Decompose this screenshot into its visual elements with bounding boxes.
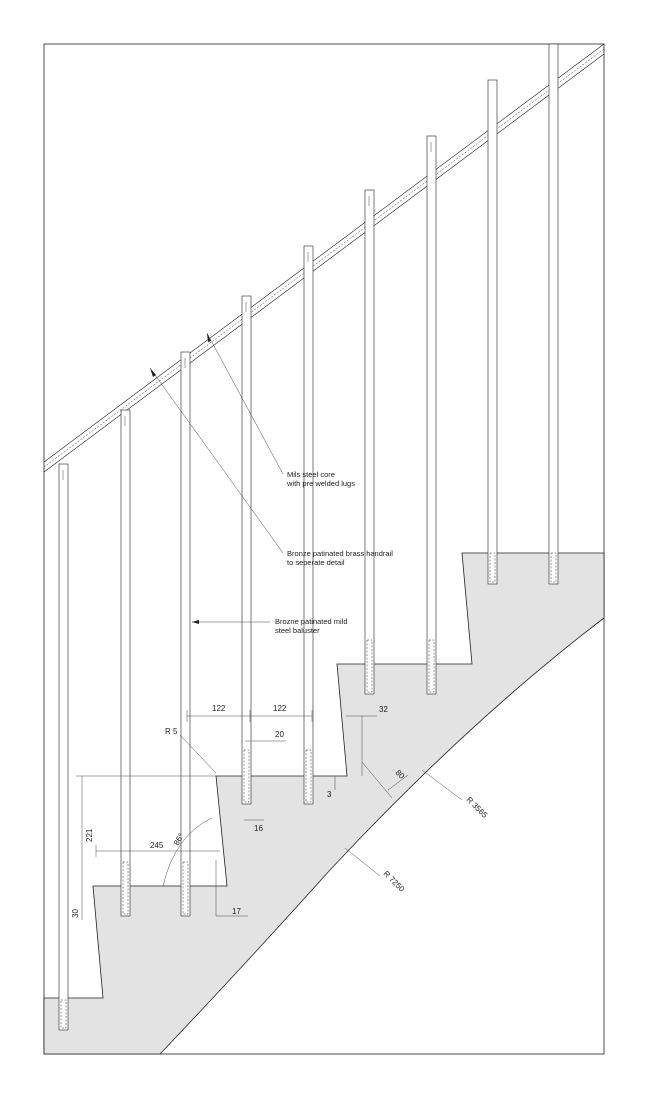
baluster (426, 135, 437, 695)
baluster (241, 295, 252, 805)
note-baluster-line1: Brozne patinated mild (275, 617, 348, 626)
note-core-line2: with pre welded lugs (286, 479, 355, 488)
note-handrail-line1: Bronze patinated brass handrail (287, 549, 393, 558)
note-handrail-line2: to seperate detail (287, 558, 345, 567)
dim-width-16: 16 (254, 824, 263, 833)
dim-radius-7250: R 7250 (382, 869, 407, 894)
baluster (303, 245, 314, 805)
dim-thick-30: 30 (71, 909, 80, 918)
drawing-frame (43, 43, 605, 1055)
dim-gap-3: 3 (327, 790, 332, 799)
dim-gap-20: 20 (275, 730, 284, 739)
note-core-line1: Mils steel core (287, 470, 335, 479)
dim-width-17: 17 (232, 907, 241, 916)
baluster (58, 463, 69, 1031)
baluster (180, 351, 191, 917)
dim-going-a: 122 (212, 704, 226, 713)
dim-radius-3565: R 3565 (465, 795, 490, 820)
dim-rise-221: 221 (85, 828, 94, 842)
dim-nosing-32: 32 (379, 705, 388, 714)
dim-going-b: 122 (273, 704, 287, 713)
dimension-lines (76, 710, 463, 920)
baluster-group (58, 43, 559, 1031)
handrail (43, 43, 605, 473)
leader-lines (149, 332, 284, 624)
baluster (364, 189, 375, 695)
dim-span-245: 245 (150, 841, 164, 850)
baluster (487, 79, 498, 585)
note-baluster-line2: steel baluster (275, 626, 320, 635)
baluster (548, 43, 559, 585)
dim-radius-small: R 5 (165, 727, 178, 736)
baluster (120, 409, 131, 917)
